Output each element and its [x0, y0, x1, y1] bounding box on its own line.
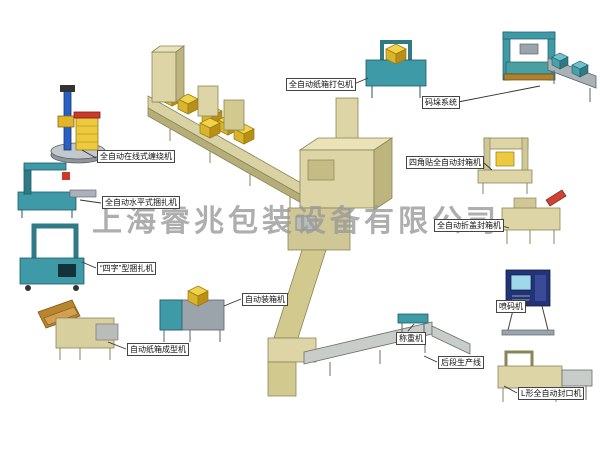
l-sealer-machine — [497, 350, 593, 402]
arch-strapper-machine — [19, 223, 85, 291]
flap-sealer-machine — [501, 189, 567, 244]
outfeed-conveyors — [267, 249, 471, 397]
corner-sealer-machine — [477, 137, 533, 194]
horizontal-strapper-machine — [17, 162, 97, 218]
carton-strapper-machine — [365, 40, 427, 98]
pallet-conveyor — [547, 52, 597, 102]
line-towers — [197, 85, 245, 131]
center-machine — [287, 97, 394, 251]
inkjet-coder-machine — [501, 269, 555, 336]
palletizer-machine — [502, 31, 556, 81]
company-watermark: 上海睿兆包装设备有限公司 — [92, 205, 500, 238]
main-conveyor — [147, 95, 311, 209]
carton-former-machine — [37, 299, 119, 360]
infeed-elevator — [150, 45, 186, 103]
case-packer-machine — [159, 285, 225, 342]
stretch-wrapper-machine — [50, 85, 106, 164]
